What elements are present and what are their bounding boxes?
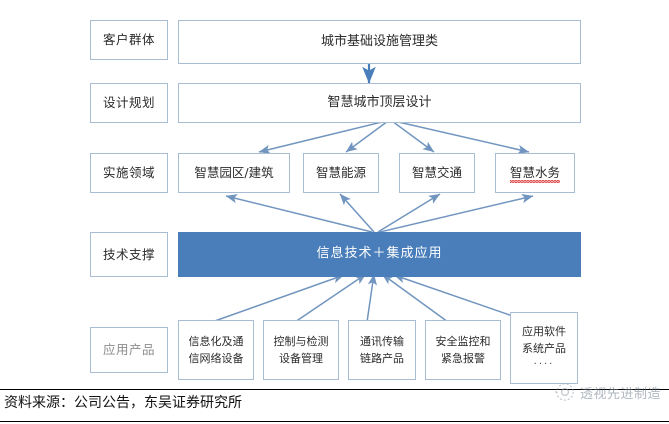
box-technology-integration[interactable]: 信息技术＋集成应用 [178, 232, 581, 277]
row-label-technology-text: 技术支撑 [102, 246, 155, 262]
box-product-security-alarm-line2: 紧急报警 [441, 352, 485, 365]
box-top-level-design-text: 智慧城市顶层设计 [327, 94, 432, 110]
box-product-security-alarm-line1: 安全监控和 [435, 334, 491, 348]
box-product-control-detection-line2: 设备管理 [279, 352, 323, 365]
row-label-technology: 技术支撑 [90, 232, 168, 277]
box-product-info-network-line1: 信息化及通 [188, 334, 244, 348]
footer-rule-top [0, 389, 669, 390]
watermark: 透视先进制造 [554, 381, 661, 403]
box-customer-segment[interactable]: 城市基础设施管理类 [178, 20, 581, 64]
box-product-application-software-ellipsis: ···· [533, 359, 555, 371]
box-smart-water-text: 智慧水务 [509, 165, 561, 183]
footer-rule-bottom [0, 421, 669, 422]
row-label-products: 应用产品 [90, 327, 168, 373]
box-product-communication-link-line1: 通讯传输 [360, 334, 404, 348]
box-technology-integration-text: 信息技术＋集成应用 [316, 246, 443, 262]
box-product-control-detection-line1: 控制与检测 [273, 334, 329, 348]
box-product-application-software-line1: 应用软件 [522, 325, 566, 339]
row-label-customer: 客户群体 [90, 20, 168, 60]
row-label-design: 设计规划 [90, 83, 168, 123]
box-product-communication-link-line2: 链路产品 [360, 352, 404, 365]
box-top-level-design[interactable]: 智慧城市顶层设计 [178, 83, 581, 123]
box-product-control-detection[interactable]: 控制与检测 设备管理 [263, 320, 339, 380]
row-label-design-text: 设计规划 [102, 95, 155, 111]
box-customer-segment-text: 城市基础设施管理类 [320, 33, 438, 49]
arrows-design-to-domains [258, 120, 530, 155]
row-label-customer-text: 客户群体 [102, 32, 155, 48]
box-product-communication-link[interactable]: 通讯传输 链路产品 [348, 320, 416, 380]
watermark-text: 透视先进制造 [579, 386, 661, 402]
box-product-application-software-line2: 系统产品 [522, 342, 566, 356]
row-label-implementation-text: 实施领域 [102, 165, 155, 181]
box-smart-park-building-text: 智慧园区/建筑 [194, 165, 274, 181]
box-smart-transportation[interactable]: 智慧交通 [399, 153, 475, 193]
row-label-products-text: 应用产品 [102, 342, 155, 358]
box-product-info-network[interactable]: 信息化及通 信网络设备 [178, 320, 254, 380]
box-product-application-software[interactable]: 应用软件 系统产品 ···· [510, 312, 578, 384]
box-smart-energy[interactable]: 智慧能源 [303, 153, 379, 193]
box-smart-water[interactable]: 智慧水务 [495, 153, 575, 193]
source-note: 资料来源：公司公告，东吴证券研究所 [4, 395, 242, 411]
box-product-info-network-line2: 信网络设备 [188, 352, 244, 365]
box-product-security-alarm[interactable]: 安全监控和 紧急报警 [425, 320, 501, 380]
arrows-tech-to-domains [225, 193, 534, 233]
box-smart-park-building[interactable]: 智慧园区/建筑 [178, 153, 290, 193]
box-smart-transportation-text: 智慧交通 [411, 165, 462, 181]
box-smart-energy-text: 智慧能源 [315, 165, 366, 181]
watermark-logo-icon [554, 383, 574, 401]
row-label-implementation: 实施领域 [90, 153, 168, 193]
arrows-products-to-tech [211, 273, 531, 323]
